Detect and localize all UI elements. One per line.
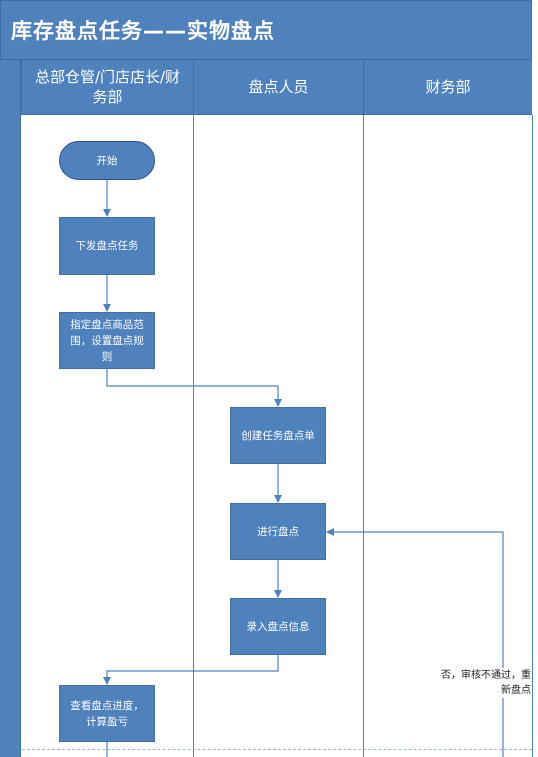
lane-divider-1: [193, 115, 194, 757]
check-progress-label: 查看盘点进度，计算盈亏: [70, 699, 144, 728]
lane-header-counter-label: 盘点人员: [248, 78, 309, 96]
enter-info-node: 录入盘点信息: [230, 598, 326, 655]
start-node-label: 开始: [96, 154, 118, 167]
issue-task-label: 下发盘点任务: [75, 240, 139, 252]
lane-header-finance: 财务部: [363, 60, 532, 115]
left-strip: [0, 60, 21, 757]
check-progress-node: 查看盘点进度，计算盈亏: [59, 685, 155, 742]
lane-header-counter: 盘点人员: [193, 60, 363, 115]
title-bar: 库存盘点任务——实物盘点: [0, 0, 532, 60]
reject-recount-note: 否，审核不通过，重新盘点: [441, 668, 531, 698]
reject-recount-label: 否，审核不通过，重新盘点: [441, 670, 531, 696]
create-sheet-label: 创建任务盘点单: [241, 429, 315, 442]
enter-info-label: 录入盘点信息: [246, 620, 310, 633]
diagram-title: 库存盘点任务——实物盘点: [11, 19, 275, 43]
create-sheet-node: 创建任务盘点单: [230, 407, 326, 464]
lane-header-finance-label: 财务部: [425, 78, 471, 96]
lane-divider-right: [532, 115, 533, 757]
issue-task-node: 下发盘点任务: [59, 217, 155, 275]
lane-header-hq-label: 总部仓管/门店店长/财务部: [34, 68, 181, 106]
do-count-node: 进行盘点: [230, 503, 326, 560]
do-count-label: 进行盘点: [257, 525, 299, 538]
edge-enter-to-progress: [103, 655, 279, 685]
lane-header-hq: 总部仓管/门店店长/财务部: [21, 60, 193, 115]
page-break-line: [22, 749, 532, 750]
edge-reject-loop: [326, 528, 504, 757]
edge-scope-to-create: [106, 369, 282, 407]
specify-scope-label: 指定盘点商品范围，设置盘点规则: [70, 318, 144, 363]
specify-scope-node: 指定盘点商品范围，设置盘点规则: [59, 312, 155, 369]
lane-divider-2: [363, 115, 364, 757]
start-node: 开始: [59, 141, 155, 180]
